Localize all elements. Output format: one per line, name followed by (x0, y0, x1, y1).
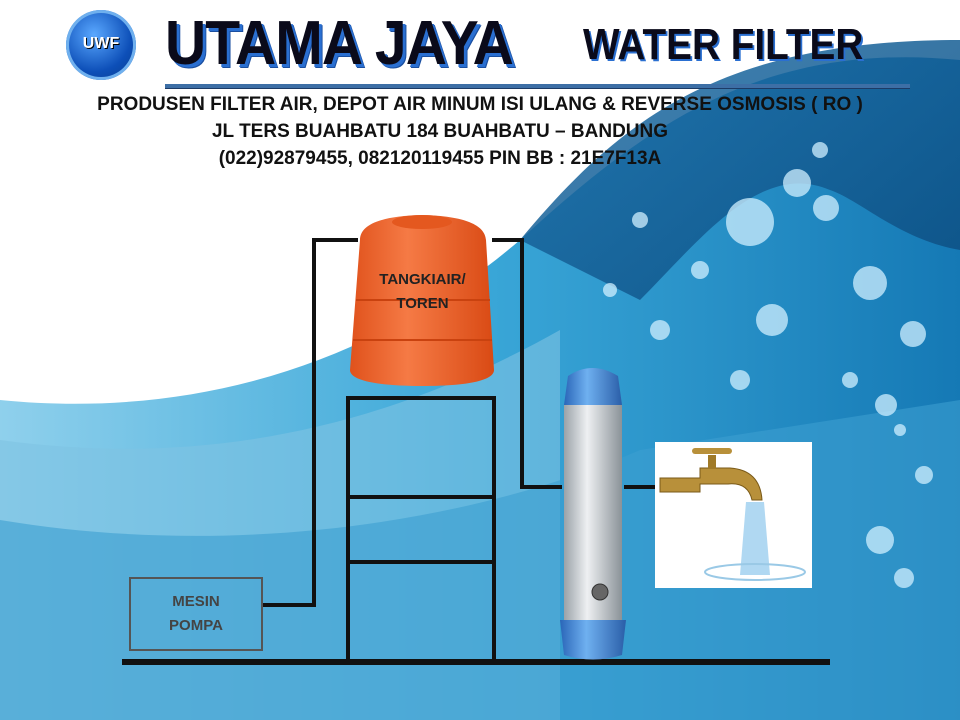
water-tank (350, 215, 494, 386)
company-title: UTAMA JAYA (165, 9, 514, 78)
address: JL TERS BUAHBATU 184 BUAHBATU – BANDUNG (211, 121, 669, 142)
tank-label: TANGKIAIR/ TOREN (379, 271, 466, 312)
contact: (022)92879455, 082120119455 PIN BB : 21E… (218, 148, 662, 169)
faucet-image (655, 442, 812, 588)
tagline: PRODUSEN FILTER AIR, DEPOT AIR MINUM ISI… (97, 94, 863, 115)
header-divider (165, 84, 910, 89)
company-subtitle: WATER FILTER (583, 20, 864, 69)
company-logo: UWF (66, 10, 136, 80)
water-filter (560, 368, 626, 660)
pump-label: MESIN POMPA (169, 593, 223, 634)
bubbles (603, 142, 933, 588)
pump-box (129, 577, 263, 651)
